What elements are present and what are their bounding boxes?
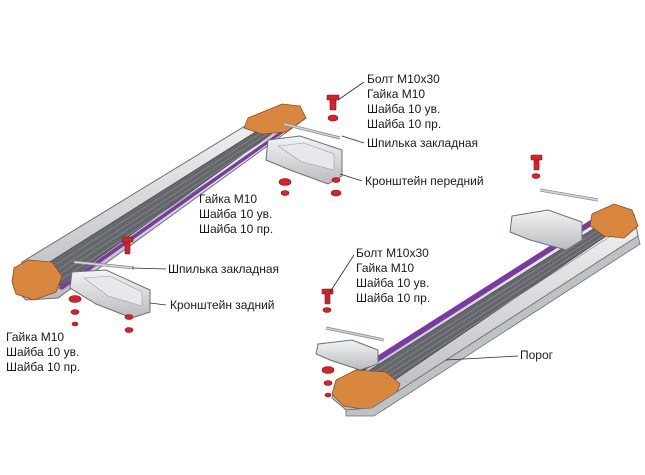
right-board-front-cap	[589, 203, 639, 239]
left-board-rear-cap	[11, 259, 63, 301]
fasteners	[68, 94, 543, 398]
label-washer-wide-left: Шайба 10 ув.	[6, 345, 80, 359]
label-stud-left: Шпилька закладная	[168, 262, 280, 276]
rear-bracket-right	[315, 326, 385, 371]
leader-stud-top	[341, 135, 365, 144]
leader-right-group	[329, 254, 355, 293]
rear-bracket-plate-right	[315, 339, 379, 371]
label-washer-spring-left: Шайба 10 пр.	[6, 360, 81, 374]
leader-stud-left	[131, 267, 167, 270]
label-washer-spring-top: Шайба 10 пр.	[367, 117, 442, 131]
bolt-stack-left	[121, 236, 134, 255]
label-washer-spring-mid: Шайба 10 пр.	[199, 222, 274, 236]
left-board-groove	[58, 130, 286, 290]
label-washer-spring-right: Шайба 10 пр.	[356, 291, 431, 305]
left-board-front-cap	[243, 103, 307, 135]
leader-bracket-front	[339, 173, 363, 182]
front-bracket-right	[509, 188, 599, 251]
front-bracket-plate-right	[509, 209, 583, 251]
label-washer-wide-mid: Шайба 10 ув.	[199, 207, 273, 221]
leader-top-group	[337, 81, 365, 101]
label-bracket-rear: Кронштейн задний	[170, 298, 275, 312]
washer-top-1	[327, 114, 339, 122]
label-bracket-front: Кронштейн передний	[365, 174, 484, 188]
front-bracket-left	[265, 122, 343, 185]
nut-stack-front-left	[278, 177, 342, 197]
label-mid-group: Гайка М10 Шайба 10 ув. Шайба 10 пр.	[199, 192, 273, 237]
label-nut-m10-top: Гайка М10	[367, 87, 426, 101]
right-board-groove	[352, 214, 604, 376]
rear-bracket-left	[69, 260, 151, 319]
bolt-stack-right-front	[530, 154, 543, 179]
leader-lines	[131, 81, 519, 361]
label-washer-wide-right: Шайба 10 ув.	[356, 276, 430, 290]
leader-bracket-rear	[149, 302, 167, 306]
label-nut-m10-left: Гайка М10	[6, 330, 65, 344]
label-sill: Порог	[520, 348, 554, 362]
label-bolt-m10x30-right: Болт М10х30	[356, 246, 429, 260]
nut-stack-rear-left	[68, 295, 134, 333]
label-washer-wide-top: Шайба 10 ув.	[367, 102, 441, 116]
label-nut-m10-mid: Гайка М10	[199, 192, 258, 206]
label-stud-top: Шпилька закладная	[367, 136, 479, 150]
right-board-ribs	[357, 223, 621, 393]
bolt-stack-right-rear	[321, 288, 334, 313]
label-right-group: Болт М10х30 Гайка М10 Шайба 10 ув. Шайба…	[356, 246, 430, 306]
leader-sill	[445, 355, 519, 361]
right-running-board	[331, 203, 641, 417]
label-nut-m10-right: Гайка М10	[356, 261, 415, 275]
label-bolt-m10x30-top: Болт М10х30	[367, 72, 440, 86]
bolt-stack-top	[326, 94, 340, 122]
label-top-group: Болт М10х30 Гайка М10 Шайба 10 ув. Шайба…	[367, 72, 441, 132]
nut-stack-rear-right	[321, 366, 335, 398]
label-left-group: Гайка М10 Шайба 10 ув. Шайба 10 пр.	[6, 330, 80, 375]
